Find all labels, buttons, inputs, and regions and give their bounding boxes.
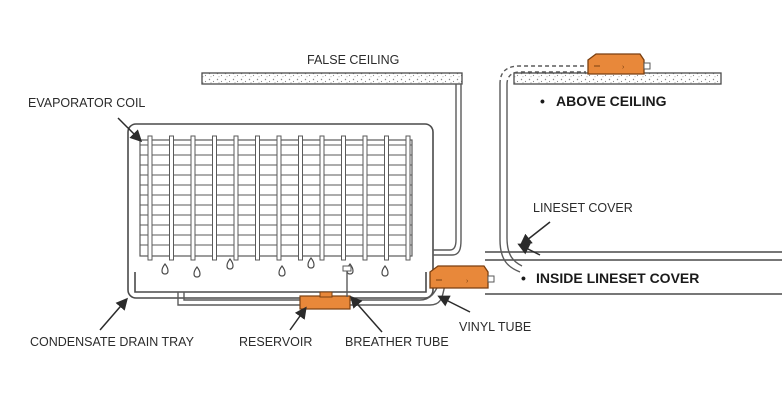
water-drop-icon <box>226 258 234 270</box>
water-drops <box>161 257 389 278</box>
bullet-above-ceiling: • <box>540 93 545 109</box>
coil-tube-vertical <box>233 135 239 261</box>
label-lineset-cover: LINESET COVER <box>533 201 633 215</box>
coil-tube-vertical <box>298 135 303 261</box>
coil-tube-vertical <box>169 135 174 261</box>
label-above-ceiling: ABOVE CEILING <box>556 93 667 109</box>
coil-tube-vertical <box>255 135 260 261</box>
coil-tube-vertical <box>384 135 389 261</box>
condensate-pump-icon: › <box>587 53 651 75</box>
water-drop-icon <box>381 265 389 277</box>
coil-tube-vertical <box>212 135 217 261</box>
label-breather-tube: BREATHER TUBE <box>345 335 449 349</box>
water-drop-icon <box>161 263 169 275</box>
false-ceiling-right <box>513 72 722 85</box>
coil-tube-vertical <box>147 135 153 261</box>
label-inside-lineset-cover: INSIDE LINESET COVER <box>536 270 699 286</box>
water-drop-icon <box>278 265 286 277</box>
label-reservoir: RESERVOIR <box>239 335 312 349</box>
label-false-ceiling: FALSE CEILING <box>307 53 399 67</box>
coil-tube-vertical <box>319 135 325 261</box>
water-drop-icon <box>307 257 315 269</box>
evaporator-coil-grid <box>139 135 413 261</box>
coil-tube-vertical <box>276 135 282 261</box>
leader-lines <box>99 117 551 333</box>
reservoir <box>299 291 351 310</box>
reservoir-tube-inner <box>183 292 300 301</box>
evaporator-housing <box>127 123 434 299</box>
svg-text:›: › <box>466 278 469 285</box>
false-ceiling-left <box>201 72 463 85</box>
bullet-inside-lineset-cover: • <box>521 270 526 286</box>
label-vinyl-tube: VINYL TUBE <box>459 320 531 334</box>
svg-text:›: › <box>622 64 625 71</box>
reservoir-tube <box>177 292 300 306</box>
label-condensate-drain-tray: CONDENSATE DRAIN TRAY <box>30 335 195 349</box>
coil-tube-vertical <box>362 135 368 261</box>
condensate-drain-tray <box>134 272 427 293</box>
label-evaporator-coil: EVAPORATOR COIL <box>28 96 145 110</box>
riser-pipe <box>433 84 457 251</box>
coil-tube-vertical <box>190 135 196 261</box>
condensate-pump-icon: › <box>429 265 495 289</box>
coil-tube-vertical <box>405 135 411 261</box>
water-drop-icon <box>193 266 201 278</box>
coil-tube-vertical <box>341 135 346 261</box>
lineset-tube <box>499 84 521 273</box>
